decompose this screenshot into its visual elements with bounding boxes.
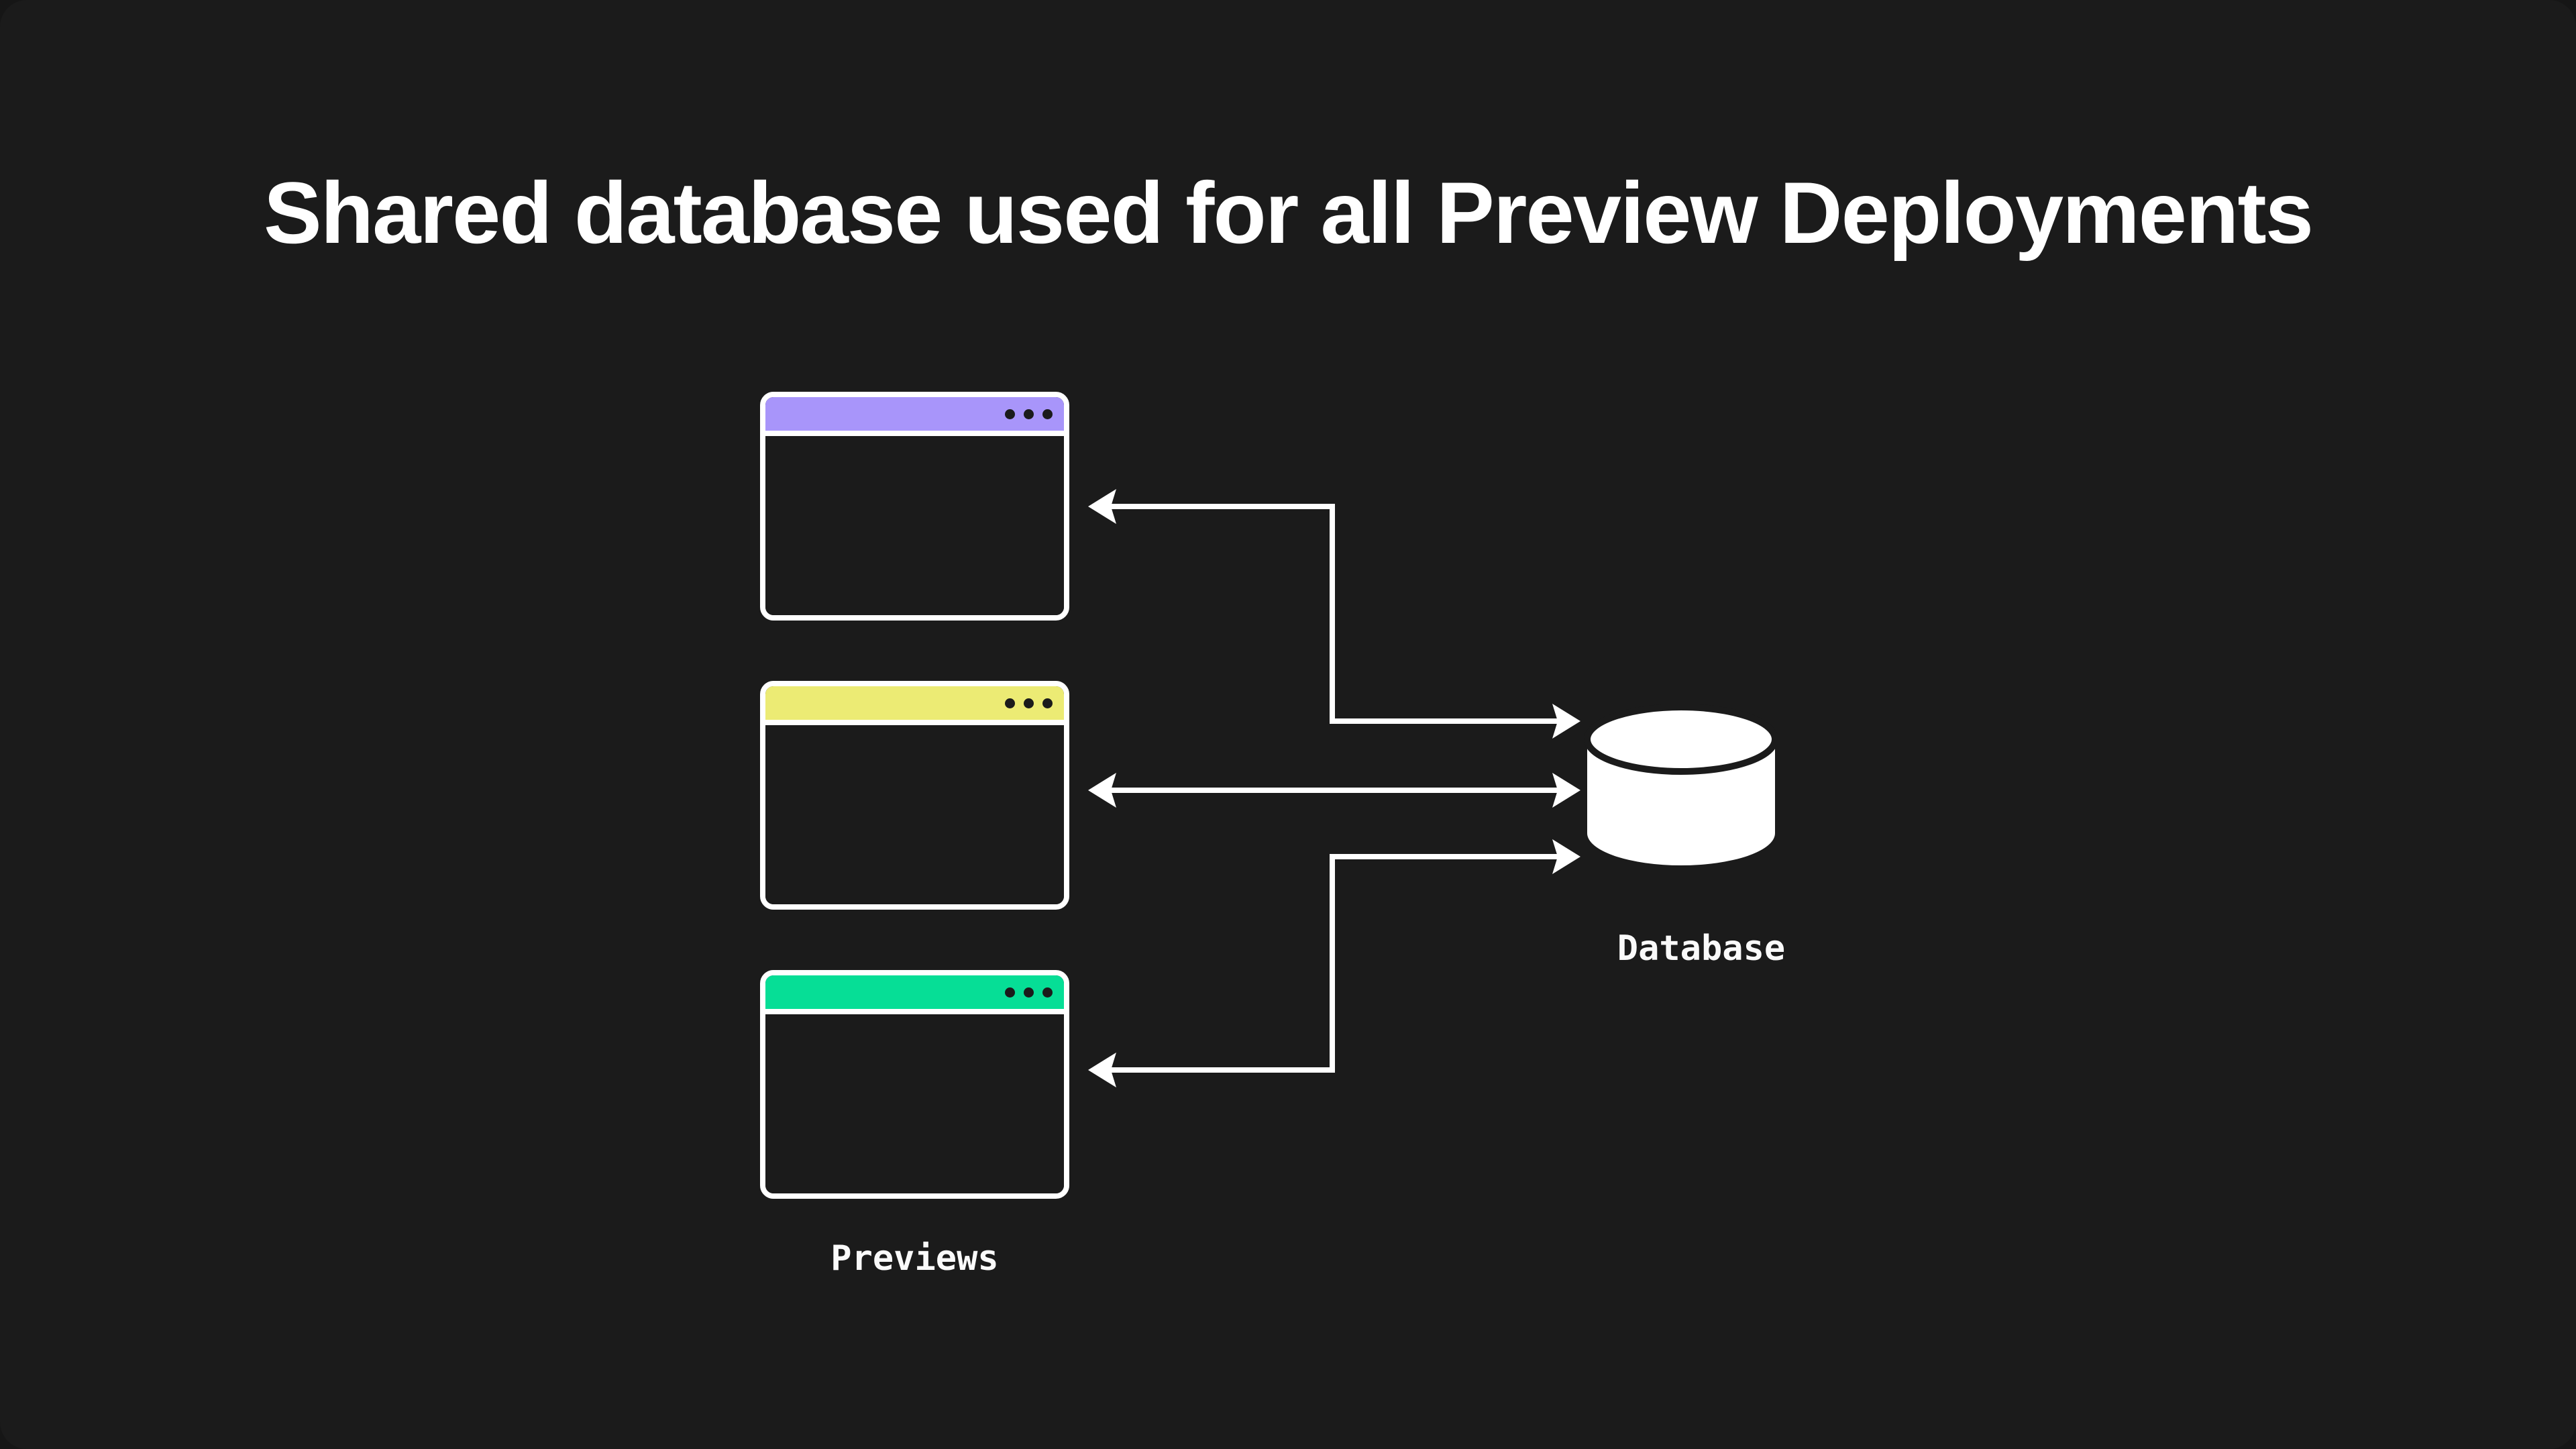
window-body (765, 1014, 1064, 1193)
database-icon (1584, 704, 1778, 865)
arrow-preview1-database (1088, 489, 1580, 739)
previews-label: Previews (830, 1238, 999, 1279)
window-dot-icon (1042, 409, 1053, 419)
preview-window-1 (760, 392, 1069, 621)
preview-window-2 (760, 681, 1069, 910)
arrowhead-right-icon (1552, 773, 1580, 808)
preview-window-3 (760, 970, 1069, 1199)
database-label: Database (1617, 928, 1786, 969)
window-dot-icon (1024, 987, 1034, 998)
arrow-preview3-database (1088, 839, 1580, 1087)
window-dot-icon (1005, 409, 1015, 419)
window-dot-icon (1005, 987, 1015, 998)
window-body (765, 436, 1064, 615)
diagram-title: Shared database used for all Preview Dep… (263, 164, 2314, 262)
arrow-preview2-database (1088, 773, 1580, 808)
window-titlebar (765, 975, 1064, 1014)
arrowhead-left-icon (1088, 1053, 1116, 1087)
window-titlebar (765, 686, 1064, 725)
window-body (765, 725, 1064, 904)
window-dot-icon (1024, 409, 1034, 419)
window-dot-icon (1042, 987, 1053, 998)
window-dot-icon (1024, 698, 1034, 708)
arrowhead-right-icon (1552, 704, 1580, 739)
arrowhead-left-icon (1088, 489, 1116, 524)
window-dot-icon (1042, 698, 1053, 708)
window-dot-icon (1005, 698, 1015, 708)
arrowhead-left-icon (1088, 773, 1116, 808)
window-titlebar (765, 397, 1064, 436)
arrowhead-right-icon (1552, 839, 1580, 874)
